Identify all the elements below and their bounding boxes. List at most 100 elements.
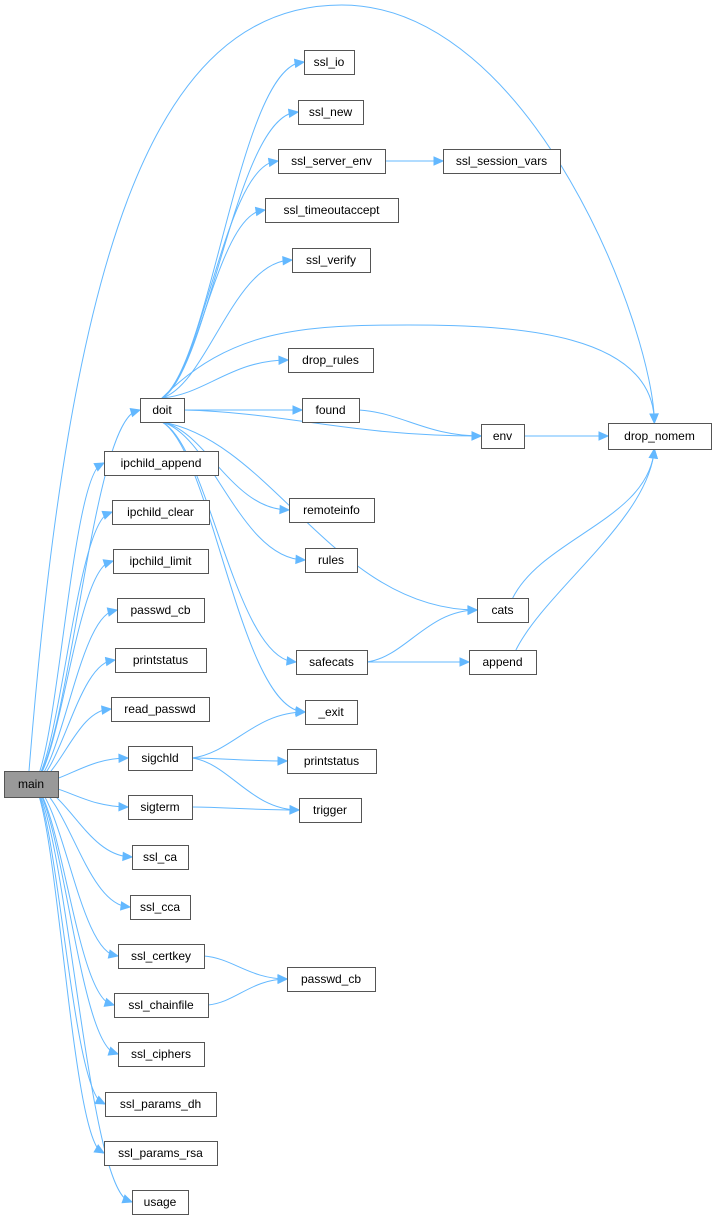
arrowhead-main-to-printstatus_1 xyxy=(104,656,117,667)
arrowhead-doit-to-ssl_io xyxy=(293,58,306,69)
edge-main-to-ipchild_clear xyxy=(33,511,113,785)
node-label: passwd_cb xyxy=(301,972,361,986)
node-box xyxy=(113,549,209,574)
arrowhead-doit-to-ssl_server_env xyxy=(267,157,280,168)
edge-doit-to-remoteinfo xyxy=(161,421,290,511)
node-box xyxy=(104,1141,218,1166)
node-label: append xyxy=(482,655,522,669)
node-box xyxy=(111,697,210,722)
node-env[interactable]: env xyxy=(481,424,525,449)
node-label: ssl_server_env xyxy=(291,154,372,168)
arrowhead-ssl_chainfile-to-passwd_cb_2 xyxy=(277,974,289,985)
arrowhead-main-to-ssl_ca xyxy=(122,851,134,862)
node-label: ssl_cca xyxy=(140,900,180,914)
node-ssl-certkey[interactable]: ssl_certkey xyxy=(118,944,205,969)
node-box xyxy=(299,798,362,823)
node-append[interactable]: append xyxy=(469,650,537,675)
node-safecats[interactable]: safecats xyxy=(296,650,368,675)
node-box xyxy=(292,248,371,273)
edge-sigchld-to-trigger xyxy=(191,757,300,811)
node--exit[interactable]: _exit xyxy=(305,700,358,725)
node-box xyxy=(477,598,529,623)
node-ssl-params-rsa[interactable]: ssl_params_rsa xyxy=(104,1141,218,1166)
node-printstatus-2[interactable]: printstatus xyxy=(287,749,377,774)
arrowhead-main-to-ssl_params_dh xyxy=(94,1095,107,1105)
node-ssl-new[interactable]: ssl_new xyxy=(298,100,364,125)
node-label: trigger xyxy=(313,803,347,817)
node-label: ssl_io xyxy=(314,55,345,69)
arrowhead-main-to-sigterm xyxy=(118,802,130,812)
edge-doit-to-cats xyxy=(161,421,478,611)
node-box xyxy=(443,149,561,174)
edge-doit-to-ssl_timeoutaccept xyxy=(161,209,266,399)
node-label: usage xyxy=(144,1195,177,1209)
edge-main-to-ipchild_limit xyxy=(33,560,114,785)
arrowhead-doit-to-drop_nomem xyxy=(649,413,659,425)
arrowhead-main-to-ipchild_clear xyxy=(101,510,114,520)
node-label: ssl_ciphers xyxy=(131,1047,191,1061)
node-passwd-cb-2[interactable]: passwd_cb xyxy=(287,967,376,992)
arrowhead-sigterm-to-trigger xyxy=(289,805,301,815)
node-box xyxy=(305,548,358,573)
arrowhead-main-to-ipchild_append xyxy=(93,462,106,472)
arrowhead-main-to-ssl_ciphers xyxy=(107,1046,120,1056)
node-ipchild-append[interactable]: ipchild_append xyxy=(104,451,219,476)
node-sigchld[interactable]: sigchld xyxy=(128,746,193,771)
node-box xyxy=(115,648,207,673)
node-label: ssl_ca xyxy=(143,850,177,864)
node-label: printstatus xyxy=(304,754,359,768)
arrowhead-doit-to-found xyxy=(292,405,304,415)
node-label: ssl_params_rsa xyxy=(118,1146,203,1160)
node-ssl-cca[interactable]: ssl_cca xyxy=(130,895,191,920)
node-ssl-timeoutaccept[interactable]: ssl_timeoutaccept xyxy=(265,198,399,223)
node-printstatus-1[interactable]: printstatus xyxy=(115,648,207,673)
edge-main-to-drop_nomem xyxy=(28,4,655,772)
node-ssl-session-vars[interactable]: ssl_session_vars xyxy=(443,149,561,174)
node-box xyxy=(304,50,355,75)
node-usage[interactable]: usage xyxy=(132,1190,189,1215)
arrowhead-main-to-sigchld xyxy=(118,753,130,764)
arrowhead-ssl_server_env-to-ssl_session_vars xyxy=(433,156,445,166)
node-ssl-params-dh[interactable]: ssl_params_dh xyxy=(105,1092,217,1117)
node-ssl-chainfile[interactable]: ssl_chainfile xyxy=(114,993,209,1018)
node-label: sigchld xyxy=(141,751,178,765)
node-box xyxy=(105,1092,217,1117)
edge-found-to-env xyxy=(358,409,482,437)
node-read-passwd[interactable]: read_passwd xyxy=(111,697,210,722)
node-ssl-ciphers[interactable]: ssl_ciphers xyxy=(118,1042,205,1067)
arrowhead-safecats-to-cats xyxy=(467,605,479,616)
node-ssl-io[interactable]: ssl_io xyxy=(304,50,355,75)
edge-main-to-ssl_chainfile xyxy=(33,783,115,1006)
node-label: ssl_certkey xyxy=(131,949,191,963)
node-box xyxy=(128,746,193,771)
edge-main-to-ipchild_append xyxy=(33,462,105,785)
edge-doit-to-rules xyxy=(161,421,306,561)
node-ssl-verify[interactable]: ssl_verify xyxy=(292,248,371,273)
node-doit[interactable]: doit xyxy=(140,398,185,423)
node-label: read_passwd xyxy=(124,702,195,716)
node-box xyxy=(117,598,205,623)
node-passwd-cb-1[interactable]: passwd_cb xyxy=(117,598,205,623)
node-ssl-ca[interactable]: ssl_ca xyxy=(132,845,189,870)
node-sigterm[interactable]: sigterm xyxy=(128,795,193,820)
node-trigger[interactable]: trigger xyxy=(299,798,362,823)
node-drop-rules[interactable]: drop_rules xyxy=(288,348,374,373)
node-label: safecats xyxy=(309,655,354,669)
node-cats[interactable]: cats xyxy=(477,598,529,623)
node-remoteinfo[interactable]: remoteinfo xyxy=(289,498,375,523)
node-rules[interactable]: rules xyxy=(305,548,358,573)
arrowhead-doit-to-remoteinfo xyxy=(279,504,291,515)
edge-ssl_chainfile-to-passwd_cb_2 xyxy=(207,978,288,1006)
arrowhead-doit-to-rules xyxy=(295,554,307,565)
node-ssl-server-env[interactable]: ssl_server_env xyxy=(278,149,386,174)
node-drop-nomem[interactable]: drop_nomem xyxy=(608,423,712,450)
node-label: sigterm xyxy=(140,800,179,814)
edge-doit-to-env xyxy=(183,409,482,437)
node-ipchild-clear[interactable]: ipchild_clear xyxy=(112,500,210,525)
node-label: ssl_new xyxy=(309,105,353,119)
edge-main-to-doit xyxy=(33,409,141,785)
arrowhead-main-to-usage xyxy=(121,1194,134,1204)
node-found[interactable]: found xyxy=(302,398,360,423)
node-main[interactable]: main xyxy=(4,771,59,798)
node-ipchild-limit[interactable]: ipchild_limit xyxy=(113,549,209,574)
